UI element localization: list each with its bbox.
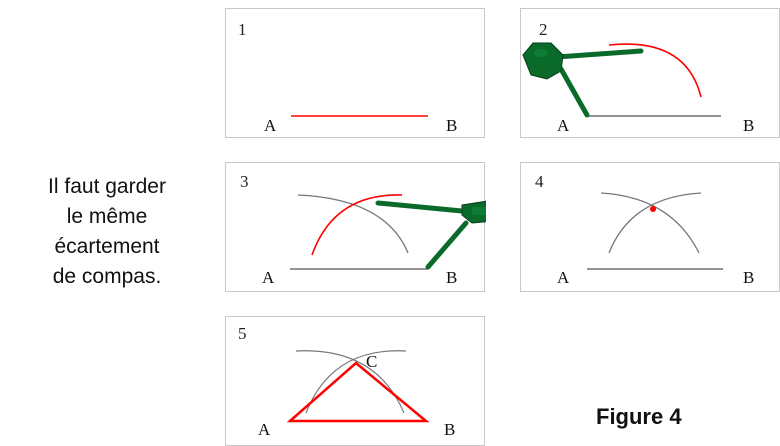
step-number: 3	[240, 172, 249, 191]
point-a-label: A	[262, 268, 275, 287]
arc-from-b	[311, 194, 403, 256]
step-3-drawing: 3 A B	[240, 172, 486, 287]
point-a-label: A	[258, 420, 271, 439]
point-a-label: A	[557, 116, 570, 135]
compass-icon	[522, 42, 644, 118]
point-c-label: C	[366, 352, 377, 371]
step-number: 1	[238, 20, 247, 39]
figure-caption: Figure 4	[596, 404, 682, 429]
arc-from-a	[600, 192, 700, 254]
note-line-2: le même	[66, 205, 148, 228]
step-5-drawing: 5 A B C	[238, 324, 455, 439]
step-1-drawing: 1 A B	[238, 20, 457, 135]
step-3-panel: 3 A B	[225, 162, 486, 292]
arc-from-b	[608, 192, 702, 254]
arc-from-b	[305, 350, 407, 414]
step-2-panel: 2 A B	[520, 8, 780, 138]
point-b-label: B	[444, 420, 455, 439]
step-number: 4	[535, 172, 544, 191]
instruction-note: Il faut garder le même écartement de com…	[2, 172, 212, 292]
note-line-3: écartement	[54, 235, 160, 258]
point-a-label: A	[557, 268, 570, 287]
compass-icon	[375, 200, 486, 270]
arc-from-a	[297, 194, 409, 254]
intersection-point	[650, 206, 656, 212]
note-line-4: de compas.	[52, 265, 162, 288]
triangle-abc	[286, 361, 430, 423]
step-1-panel: 1 A B	[225, 8, 485, 138]
step-number: 5	[238, 324, 247, 343]
note-line-1: Il faut garder	[48, 175, 166, 198]
step-2-drawing: 2 A B	[522, 20, 754, 135]
point-b-label: B	[446, 116, 457, 135]
step-number: 2	[539, 20, 548, 39]
step-5-panel: 5 A B C	[225, 316, 485, 446]
arc-from-a	[295, 350, 405, 414]
point-b-label: B	[446, 268, 457, 287]
point-b-label: B	[743, 116, 754, 135]
step-4-drawing: 4 A B	[535, 172, 754, 287]
step-4-panel: 4 A B	[520, 162, 780, 292]
point-b-label: B	[743, 268, 754, 287]
arc-from-a	[608, 43, 702, 98]
point-a-label: A	[264, 116, 277, 135]
